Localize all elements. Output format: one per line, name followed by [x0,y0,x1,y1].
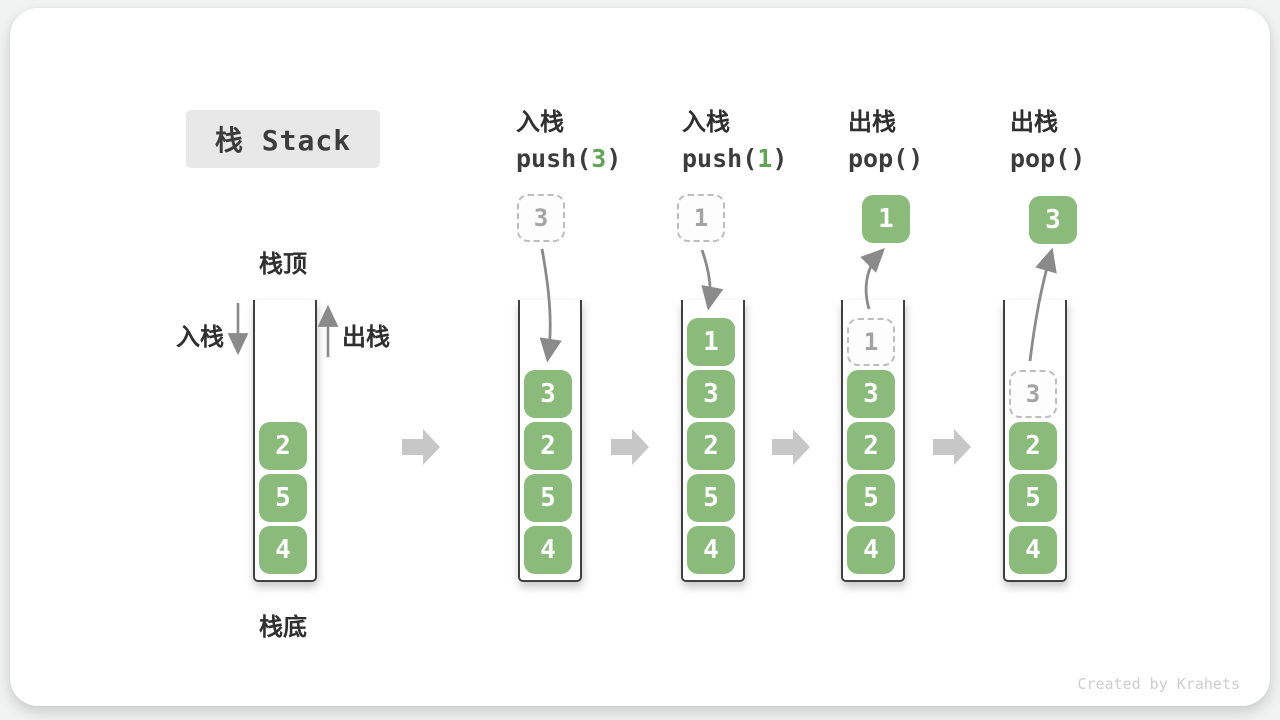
op-header-pop-2: 出栈 pop() [1010,106,1170,177]
incoming-ghost-item: 1 [677,194,725,242]
pop-direction-label: 出栈 [342,324,390,351]
op-label: 出栈 [848,109,896,136]
stack-item: 5 [1009,474,1057,522]
stack-item: 2 [687,422,735,470]
op-header-pop-1: 出栈 pop() [848,106,1008,177]
stack-item: 2 [259,422,307,470]
op-header-push-1: 入栈 push(1) [682,106,842,177]
op-label: 入栈 [516,109,564,136]
stack-item: 2 [1009,422,1057,470]
stack-item: 4 [259,526,307,574]
op-arg: 1 [757,144,773,173]
stack-item: 1 [687,318,735,366]
watermark: Created by Krahets [1077,675,1240,693]
stack-top-label: 栈顶 [259,251,307,278]
stack-item: 3 [847,370,895,418]
stack-item: 3 [687,370,735,418]
push-direction-label: 入栈 [176,324,224,351]
stack-item: 3 [524,370,572,418]
incoming-ghost-item: 3 [517,194,565,242]
stack-bottom-label: 栈底 [259,614,307,641]
op-label: 入栈 [682,109,730,136]
stack-item: 4 [524,526,572,574]
popped-ghost-slot: 3 [1009,370,1057,418]
op-arg: 3 [591,144,607,173]
stack-item: 5 [259,474,307,522]
popped-ghost-slot: 1 [847,318,895,366]
op-code: pop() [1010,144,1086,173]
stack-item: 5 [524,474,572,522]
op-header-push-3: 入栈 push(3) [516,106,676,177]
stack-item: 4 [847,526,895,574]
op-code: push(1) [682,144,788,173]
popped-item: 1 [862,195,910,243]
popped-item: 3 [1029,196,1077,244]
stack-item: 2 [524,422,572,470]
title-badge: 栈 Stack [186,110,380,168]
stack-item: 5 [687,474,735,522]
stack-item: 4 [687,526,735,574]
stack-item: 4 [1009,526,1057,574]
op-code: push(3) [516,144,622,173]
op-code: pop() [848,144,924,173]
stack-item: 2 [847,422,895,470]
op-label: 出栈 [1010,109,1058,136]
stack-item: 5 [847,474,895,522]
